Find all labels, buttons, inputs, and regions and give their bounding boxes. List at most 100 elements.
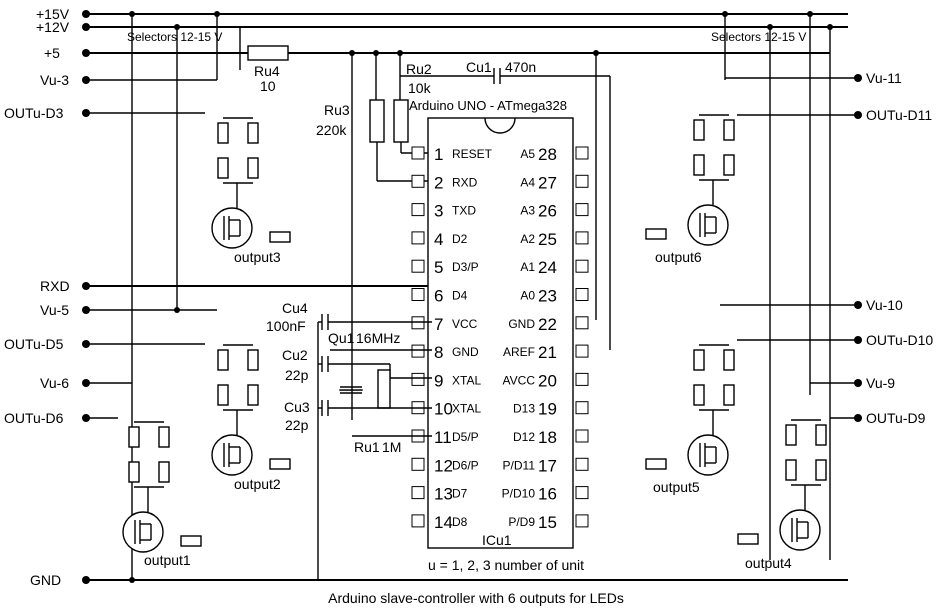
pin-number: 8 bbox=[434, 343, 443, 362]
selectors-label-left: Selectors 12-15 V bbox=[127, 30, 222, 44]
ru1-resistor-label: Ru1 1M bbox=[352, 435, 432, 455]
pin-number: 15 bbox=[538, 513, 557, 532]
chip-title: Arduino UNO - ATmega328 bbox=[409, 98, 567, 113]
pin-name: GND bbox=[508, 317, 535, 331]
pin-number: 16 bbox=[538, 485, 557, 504]
terminal-label-outu-d11: OUTu-D11 bbox=[866, 107, 932, 123]
terminal-label-vu3: Vu-3 bbox=[40, 72, 69, 88]
ru2-name: Ru2 bbox=[406, 61, 432, 77]
cu4-name: Cu4 bbox=[282, 300, 308, 316]
pin-number: 24 bbox=[538, 258, 557, 277]
pin-name: A5 bbox=[520, 147, 535, 161]
terminal-label-outu-d10: OUTu-D10 bbox=[866, 332, 933, 348]
pin-name: D3/P bbox=[452, 260, 479, 274]
rail-taps bbox=[129, 11, 833, 583]
pin-number: 6 bbox=[434, 287, 443, 306]
cu3-value: 22p bbox=[285, 417, 309, 433]
selectors-label-right: Selectors 12-15 V bbox=[711, 30, 806, 44]
ru4-resistor: Ru4 10 bbox=[247, 45, 289, 94]
terminal-label-vu10: Vu-10 bbox=[866, 297, 903, 313]
output-label: output6 bbox=[655, 249, 702, 265]
cu4-value: 100nF bbox=[266, 318, 306, 334]
pin-number: 10 bbox=[434, 400, 453, 419]
pin-number: 18 bbox=[538, 428, 557, 447]
terminal-label-vu9: Vu-9 bbox=[866, 375, 895, 391]
pin-name: P/D9 bbox=[508, 515, 535, 529]
ru4-name: Ru4 bbox=[254, 63, 280, 79]
output-stages: output3 output2 output1 output6 output5 outpu… bbox=[122, 114, 827, 571]
pin-number: 25 bbox=[538, 230, 557, 249]
pin-name: D6/P bbox=[452, 458, 479, 472]
ru3-resistor: Ru3 220k bbox=[316, 99, 432, 182]
pin-name: A1 bbox=[520, 260, 535, 274]
pin-name: GND bbox=[452, 345, 479, 359]
ru1-value: 1M bbox=[382, 439, 401, 455]
rail-label-5v: +5 bbox=[44, 45, 60, 61]
pin-number: 1 bbox=[434, 145, 443, 164]
cu2-name: Cu2 bbox=[282, 347, 308, 363]
unit-note: u = 1, 2, 3 number of unit bbox=[428, 557, 584, 573]
terminal-label-vu6: Vu-6 bbox=[40, 375, 69, 391]
rail-label-12v: +12V bbox=[36, 19, 70, 35]
top-wiring bbox=[349, 50, 611, 420]
ru2-value: 10k bbox=[408, 80, 432, 96]
qu1-name: Qu1 bbox=[328, 330, 355, 346]
pin-number: 21 bbox=[538, 343, 557, 362]
terminal-label-outu-d9: OUTu-D9 bbox=[866, 410, 926, 426]
terminal-label-outu-d6: OUTu-D6 bbox=[4, 410, 64, 426]
pin-name: D12 bbox=[513, 430, 535, 444]
output-stage: output5 bbox=[645, 344, 735, 495]
cu1-value: 470n bbox=[505, 59, 536, 75]
pin-number: 23 bbox=[538, 287, 557, 306]
ru1-name: Ru1 bbox=[354, 439, 380, 455]
output-label: output3 bbox=[234, 249, 281, 265]
pin-number: 17 bbox=[538, 456, 557, 475]
rail-label-rxd: RXD bbox=[40, 278, 70, 294]
pin-name: TXD bbox=[452, 204, 476, 218]
pin-number: 14 bbox=[434, 513, 453, 532]
pin-number: 12 bbox=[434, 456, 453, 475]
pin-number: 2 bbox=[434, 173, 443, 192]
pin-name: D8 bbox=[452, 515, 468, 529]
qu1-value: 16MHz bbox=[356, 330, 400, 346]
pin-name: A2 bbox=[520, 232, 535, 246]
rail-label-gnd: GND bbox=[30, 572, 61, 588]
ru4-value: 10 bbox=[260, 78, 276, 94]
power-rails: +15V +12V +5 GND RXD bbox=[30, 6, 848, 588]
output-label: output2 bbox=[234, 476, 281, 492]
pin-name: D7 bbox=[452, 487, 468, 501]
output-stage: output6 bbox=[645, 114, 735, 265]
chip-pin-2: 2 RXD bbox=[411, 173, 478, 192]
pin-number: 3 bbox=[434, 202, 443, 221]
output-stage: output2 bbox=[211, 344, 291, 492]
output-stage: output1 bbox=[122, 421, 202, 568]
output-label: output4 bbox=[745, 555, 792, 571]
pin-name: A4 bbox=[520, 175, 535, 189]
ru3-name: Ru3 bbox=[324, 102, 350, 118]
caption: Arduino slave-controller with 6 outputs … bbox=[328, 590, 624, 606]
rail-label-15v: +15V bbox=[36, 6, 70, 22]
pin-name: RXD bbox=[452, 175, 478, 189]
pin-name: A3 bbox=[520, 204, 535, 218]
